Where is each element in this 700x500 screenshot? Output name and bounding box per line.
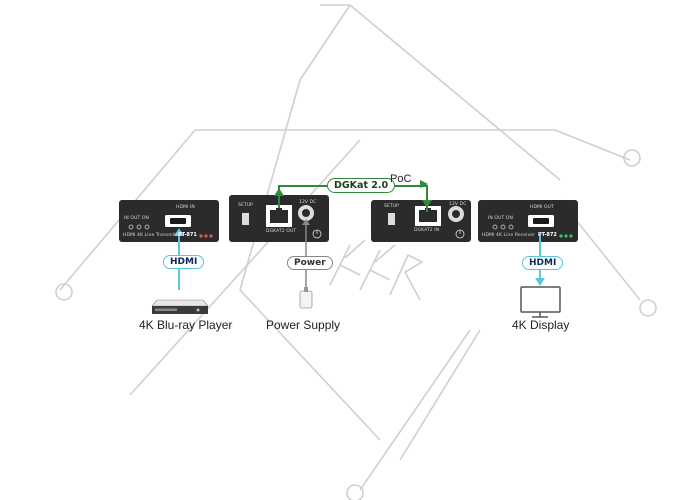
receiver-model: PT-872: [538, 232, 557, 238]
bluray-label: 4K Blu-ray Player: [139, 318, 233, 332]
transmitter-product-name: HDMI 4K Line Transmitter: [123, 233, 183, 238]
transmitter-device: [119, 200, 219, 242]
watermark: [55, 4, 657, 500]
receiver-port-label: HDMI OUT: [530, 205, 554, 210]
middle-right-port-label: DGKAT2 IN: [414, 228, 440, 233]
middle-right-dc-label: 12V DC: [449, 202, 467, 207]
poc-label: PoC: [390, 173, 412, 185]
hdmi-tag-right: HDMI: [522, 256, 564, 270]
monitor-icon: [520, 286, 561, 318]
hdmi-tag-left: HDMI: [163, 255, 205, 269]
display-label: 4K Display: [512, 318, 570, 332]
middle-right-device: [371, 200, 471, 242]
power-tag: Power: [287, 256, 333, 270]
bluray-player-icon: [151, 299, 209, 314]
receiver-leds-label: IN OUT ON: [488, 216, 513, 221]
middle-left-setup-label: SETUP: [238, 203, 253, 208]
dgkat-tag: DGKat 2.0: [327, 178, 396, 193]
power-plug-icon: [299, 287, 313, 309]
middle-left-dc-label: 12V DC: [299, 200, 317, 205]
middle-left-port-label: DGKAT2 OUT: [266, 229, 297, 234]
transmitter-model: PT-871: [178, 232, 197, 238]
middle-left-device: [229, 195, 329, 242]
receiver-device: [478, 200, 578, 242]
power-supply-label: Power Supply: [266, 318, 341, 332]
receiver-product-name: HDMI 4K Line Receiver: [482, 233, 536, 238]
transmitter-port-label: HDMI IN: [176, 205, 195, 210]
transmitter-leds-label: IN OUT ON: [124, 216, 149, 221]
watermark-letters: [329, 239, 424, 301]
middle-right-setup-label: SETUP: [384, 204, 399, 209]
